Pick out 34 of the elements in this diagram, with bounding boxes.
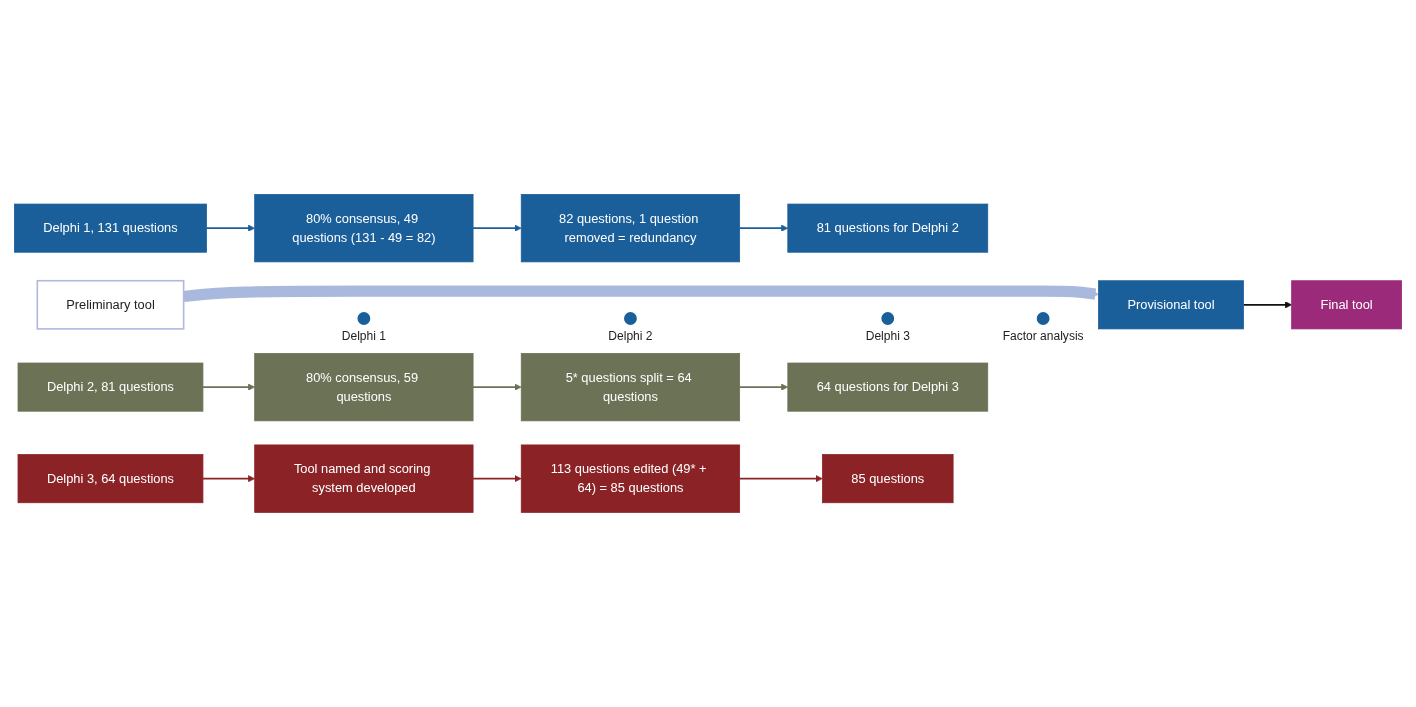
process-box: Delphi 2, 81 questions [17, 362, 204, 412]
process-box: 64 questions for Delphi 3 [787, 362, 989, 412]
process-box: Delphi 1, 131 questions [14, 203, 207, 253]
arrow [738, 475, 823, 483]
arrow [738, 383, 789, 391]
node-caption: Factor analysis [1002, 329, 1084, 344]
process-box: Preliminary tool [36, 280, 185, 330]
process-box: 80% consensus, 59 questions [254, 353, 474, 422]
arrow [472, 224, 522, 232]
arrow [202, 383, 255, 391]
arrow [202, 475, 255, 483]
wide-arrow [183, 285, 1099, 303]
circle-marker [879, 310, 896, 327]
circle-marker [355, 310, 372, 327]
arrow [205, 224, 255, 232]
process-box: 85 questions [822, 454, 954, 504]
process-box: Delphi 3, 64 questions [17, 454, 204, 504]
process-box: Final tool [1291, 280, 1402, 330]
arrow [472, 475, 522, 483]
process-box: 81 questions for Delphi 2 [787, 203, 989, 253]
arrow [1242, 301, 1292, 309]
node-caption: Delphi 1 [341, 329, 386, 344]
arrow [472, 383, 522, 391]
process-box: Tool named and scoring system developed [254, 444, 474, 513]
process-box: 82 questions, 1 question removed = redundancy [520, 194, 741, 263]
node-caption: Delphi 3 [865, 329, 910, 344]
circle-marker [622, 310, 639, 327]
process-box: 113 questions edited (49* + 64) = 85 questions [520, 444, 741, 513]
process-box: Provisional tool [1098, 280, 1244, 330]
arrow [738, 224, 789, 232]
circle-marker [1035, 310, 1052, 327]
process-box: 5* questions split = 64 questions [520, 353, 741, 422]
process-box: 80% consensus, 49 questions (131 - 49 = 82) [254, 194, 474, 263]
node-caption: Delphi 2 [608, 329, 653, 344]
